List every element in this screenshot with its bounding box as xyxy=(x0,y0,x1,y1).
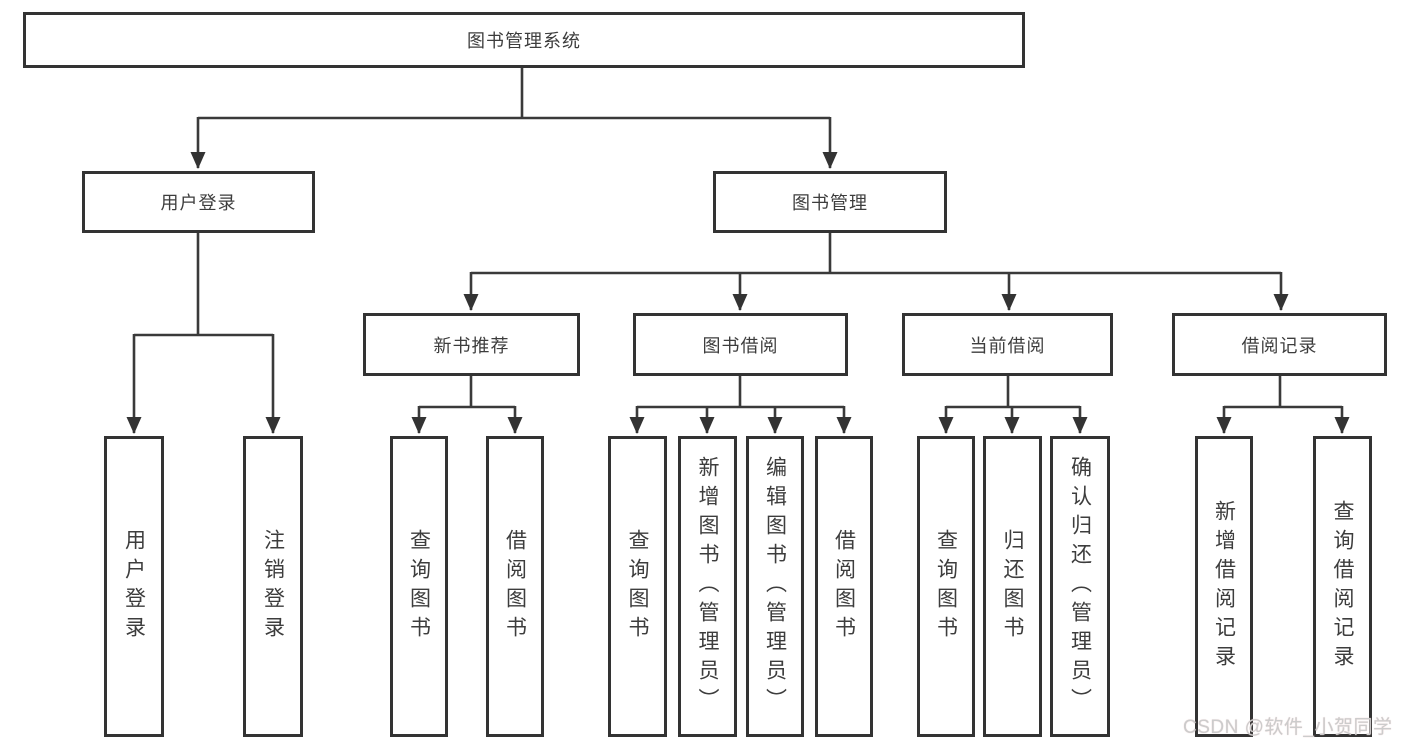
node-root: 图书管理系统 xyxy=(23,12,1025,68)
node-new-book-recommend: 新书推荐 xyxy=(363,313,580,376)
leaf-borrow-books-2: 借阅图书 xyxy=(815,436,873,737)
leaf-query-books-1: 查询图书 xyxy=(390,436,448,737)
node-book-borrow: 图书借阅 xyxy=(633,313,848,376)
leaf-confirm-return-admin: 确认归还（管理员） xyxy=(1050,436,1110,737)
connector-book-borrow-trunk xyxy=(637,376,844,409)
leaf-query-books-2: 查询图书 xyxy=(608,436,667,737)
node-current-borrow: 当前借阅 xyxy=(902,313,1113,376)
node-book-management: 图书管理 xyxy=(713,171,947,233)
leaf-query-books-3: 查询图书 xyxy=(917,436,975,737)
leaf-user-login: 用户登录 xyxy=(104,436,164,737)
connector-borrow-records-trunk xyxy=(1224,376,1342,409)
leaf-logout: 注销登录 xyxy=(243,436,303,737)
leaf-return-books: 归还图书 xyxy=(983,436,1042,737)
connector-book-management-trunk xyxy=(471,233,1281,275)
connector-new-book-trunk xyxy=(419,376,515,409)
node-user-login: 用户登录 xyxy=(82,171,315,233)
leaf-add-borrow-record: 新增借阅记录 xyxy=(1195,436,1253,737)
watermark: CSDN @软件_小贺同学 xyxy=(1183,717,1393,738)
node-borrow-records: 借阅记录 xyxy=(1172,313,1387,376)
leaf-query-borrow-record: 查询借阅记录 xyxy=(1313,436,1372,737)
leaf-edit-books-admin: 编辑图书（管理员） xyxy=(746,436,804,737)
leaf-borrow-books-1: 借阅图书 xyxy=(486,436,544,737)
connector-current-borrow-trunk xyxy=(946,376,1080,409)
connector-root-trunk xyxy=(198,68,830,120)
connector-user-login-trunk xyxy=(134,233,273,337)
leaf-add-books-admin: 新增图书（管理员） xyxy=(678,436,737,737)
